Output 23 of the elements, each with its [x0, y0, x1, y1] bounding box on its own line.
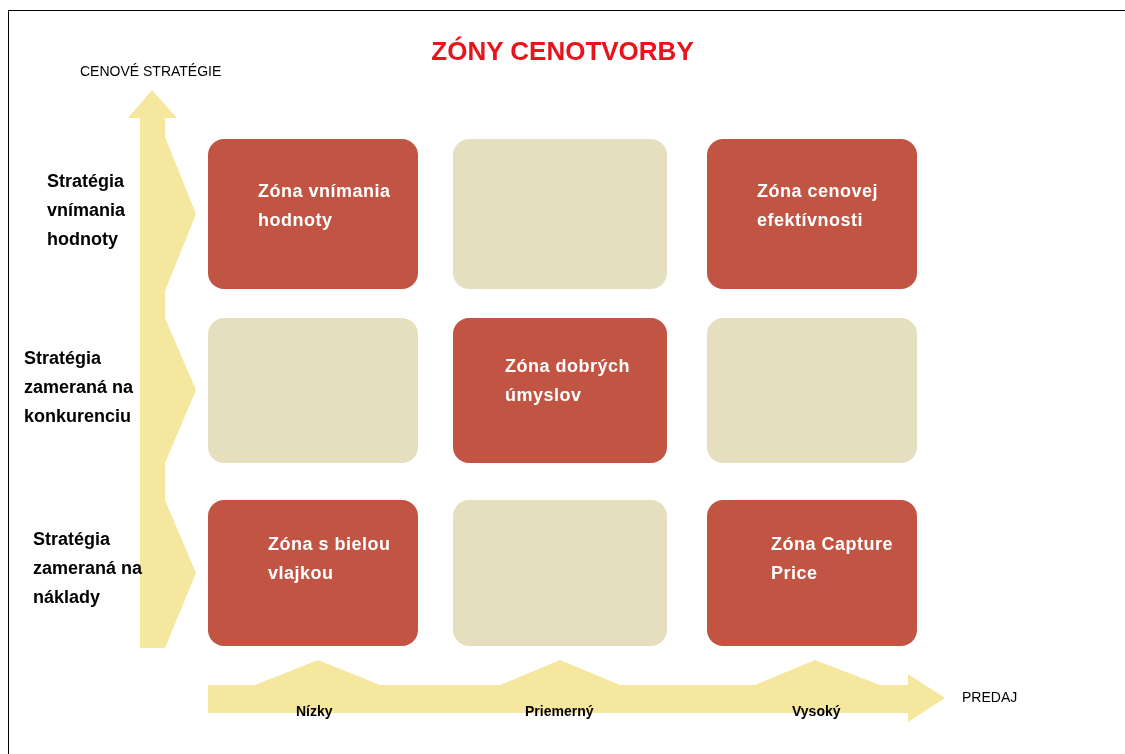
zone-box [208, 139, 418, 289]
axis-title: CENOVÉ STRATÉGIE [80, 62, 223, 80]
axis-tick-label: Nízky [296, 702, 334, 720]
zone-label: Zóna s bielou vlajkou [268, 533, 392, 585]
axis-title: PREDAJ [962, 688, 1019, 706]
zone-label: Zóna vnímania hodnoty [258, 180, 392, 232]
zone-label: Zóna dobrých úmyslov [505, 355, 631, 407]
zone-box [208, 500, 418, 646]
zone-box [707, 139, 917, 289]
zone-label: Zóna cenovej efektívnosti [757, 180, 880, 232]
empty-zone-box [453, 139, 667, 289]
axis-tick-label: Priemerný [525, 702, 595, 720]
zone-label: Zóna Capture Price [771, 533, 894, 585]
empty-zone-box [453, 500, 667, 646]
empty-zone-box [707, 318, 917, 463]
row-label: Stratégia zameraná na konkurenciu [24, 347, 135, 428]
title: ZÓNY CENOTVORBY [430, 36, 695, 67]
row-label: Stratégia vnímania hodnoty [47, 170, 127, 251]
zone-box [707, 500, 917, 646]
row-label: Stratégia zameraná na náklady [33, 528, 144, 609]
axis-tick-label: Vysoký [792, 702, 842, 720]
zone-box [453, 318, 667, 463]
empty-zone-box [208, 318, 418, 463]
